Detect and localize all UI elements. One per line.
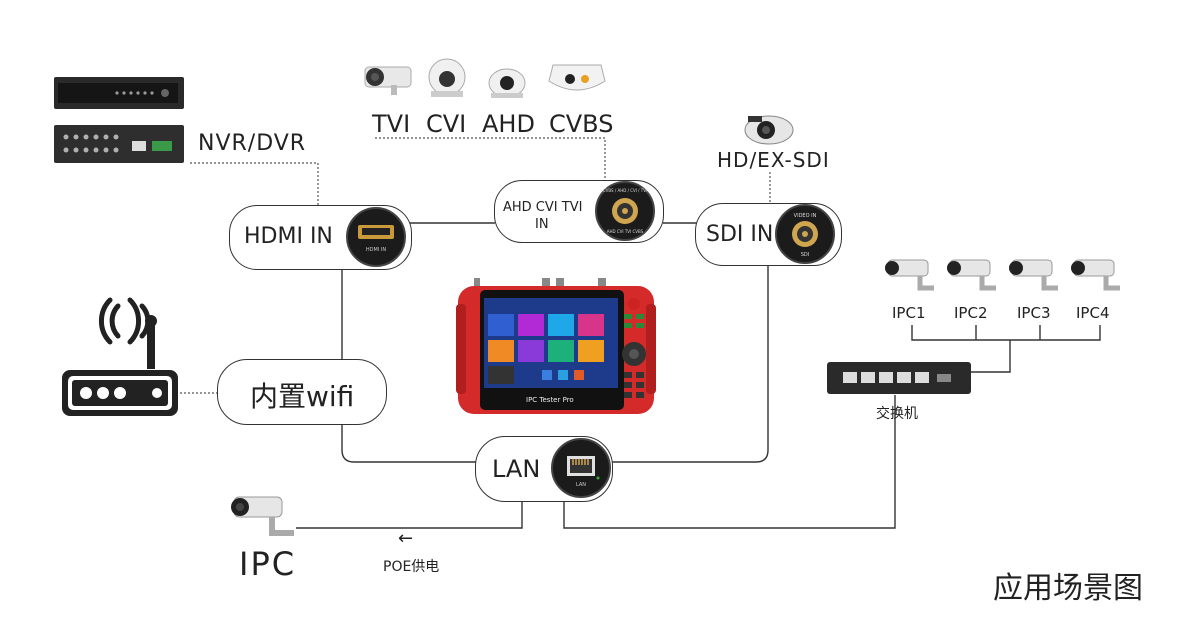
sdi-to-lan-line <box>612 265 769 463</box>
lan-port-text: LAN <box>576 482 586 488</box>
ipc-camera-icon-4 <box>1071 259 1120 291</box>
hdmi-to-lan-line <box>341 270 477 463</box>
sdi-label: HD/EX-SDI <box>717 148 830 172</box>
ipc-label-1: IPC1 <box>892 304 926 322</box>
bnc-port-icon: CVBS / AHD / CVI / TVI AHD CVI TVI CVBS <box>595 181 655 241</box>
top-cameras-group <box>355 55 615 107</box>
nvr-label: NVR/DVR <box>198 131 307 156</box>
lan-to-switch-line <box>563 395 896 529</box>
router-icon <box>58 290 183 420</box>
analog-in-label-2: IN <box>535 217 549 232</box>
turret-camera-icon <box>548 64 606 91</box>
wifi-label: 内置wifi <box>250 380 355 413</box>
sdi-camera-icon <box>742 112 796 148</box>
analog-in-label-1: AHD CVI TVI <box>503 200 583 215</box>
footer-title: 应用场景图 <box>993 571 1143 606</box>
tester-brand-text: IPC Tester Pro <box>526 396 574 404</box>
switch-to-ipc-line <box>970 340 1011 373</box>
ipc-label-2: IPC2 <box>954 304 988 322</box>
top-camera-label-2: AHD <box>482 110 535 138</box>
top-camera-label-3: CVBS <box>549 110 614 138</box>
poe-label: POE供电 <box>383 559 440 575</box>
top-cameras-dashed-line <box>375 137 606 182</box>
ipc-label-4: IPC4 <box>1076 304 1110 322</box>
ipc-bottom-label: IPC <box>239 545 297 583</box>
lan-port-icon: LAN <box>551 438 611 498</box>
ipc-cameras-group <box>880 252 1130 302</box>
dome-camera-icon <box>428 58 466 97</box>
hdmi-port-icon: HDMI IN <box>346 207 406 267</box>
ipc-bottom-camera-icon <box>228 493 298 541</box>
hdmi-port-text: HDMI IN <box>366 247 386 253</box>
ipc-camera-icon-2 <box>947 259 996 291</box>
sdi-in-pill: SDI IN VIDEO IN SDI <box>695 203 842 266</box>
top-camera-label-0: TVI <box>372 110 411 138</box>
lan-label: LAN <box>492 455 541 483</box>
ipc-label-3: IPC3 <box>1017 304 1051 322</box>
dome-camera-icon-2 <box>488 68 526 98</box>
bnc-port-top-text: CVBS / AHD / CVI / TVI <box>603 188 647 193</box>
nvr-device-group <box>52 75 187 167</box>
analog-in-pill: AHD CVI TVI IN CVBS / AHD / CVI / TVI AH… <box>494 180 664 243</box>
hdmi-in-pill: HDMI IN HDMI IN <box>229 205 412 270</box>
ipc-camera-icon-3 <box>1009 259 1058 291</box>
sdi-in-label: SDI IN <box>706 222 774 247</box>
top-camera-label-1: CVI <box>426 110 467 138</box>
ipc-camera-icon-1 <box>885 259 934 291</box>
poe-arrow: ← <box>398 528 414 549</box>
ipc-bus-line <box>911 325 1101 341</box>
lan-pill: LAN LAN <box>475 436 613 502</box>
network-switch-icon <box>825 358 973 398</box>
bnc-port-bottom-text: AHD CVI TVI CVBS <box>607 229 644 234</box>
lan-to-ipc-line <box>296 500 523 529</box>
bullet-camera-icon <box>364 66 412 95</box>
sdi-port-top-text: VIDEO IN <box>794 213 817 219</box>
hdmi-in-label: HDMI IN <box>244 224 333 249</box>
sdi-port-icon: VIDEO IN SDI <box>775 204 835 264</box>
switch-label: 交换机 <box>876 406 918 422</box>
sdi-port-bottom-text: SDI <box>801 252 810 258</box>
wifi-pill: 内置wifi <box>217 359 387 425</box>
ipc-tester-device: IPC Tester Pro <box>456 278 656 416</box>
nvr-dashed-line <box>190 162 319 207</box>
